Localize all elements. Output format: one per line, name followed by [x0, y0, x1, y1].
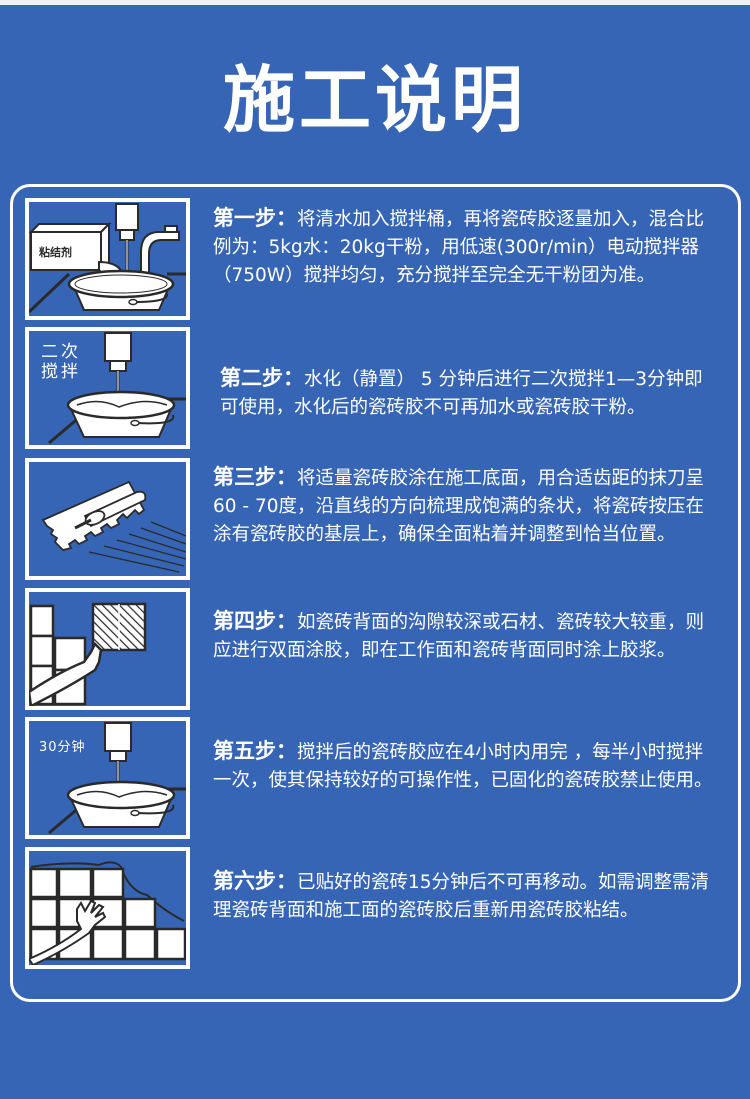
step-4-label: 第四步：	[213, 609, 297, 633]
step-3-body: 将适量瓷砖胶涂在施工底面，用合适齿距的抹刀呈60 - 70度，沿直线的方向梳理成…	[213, 468, 705, 545]
hand-placing-tile-icon	[29, 602, 147, 706]
step-2-body: 水化（静置） 5 分钟后进行二次搅拌1—3分钟即可使用，水化后的瓷砖胶不可再加水…	[220, 369, 703, 418]
step-6-body: 已贴好的瓷砖15分钟后不可再移动。如需调整需清理瓷砖背面和施工面的瓷砖胶后重新用…	[213, 872, 710, 921]
instructions-card	[10, 184, 741, 1002]
second-mixing-bucket-icon: 二次 搅拌	[41, 332, 186, 445]
step-6-illustration	[25, 847, 190, 969]
mixing-bucket-with-adhesive-bag-icon: 粘结剂	[29, 203, 186, 314]
caption-line-1: 二次	[41, 342, 81, 362]
top-strip	[0, 0, 750, 5]
step-5-label: 第五步：	[213, 739, 297, 763]
step-1-label: 第一步：	[213, 206, 297, 230]
step-4-body: 如瓷砖背面的沟隙较深或石材、瓷砖较大较重，则应进行双面涂胶，即在工作面和瓷砖背面…	[213, 612, 705, 661]
step-1-body: 将清水加入搅拌桶，再将瓷砖胶逐量加入，混合比例为：5kg水：20kg干粉，用低速…	[213, 209, 705, 286]
step-4-illustration	[25, 588, 190, 710]
step-2-label: 第二步：	[220, 366, 304, 390]
notched-trowel-icon	[41, 480, 186, 573]
step-6-label: 第六步：	[213, 869, 297, 893]
step-3-label: 第三步：	[213, 465, 297, 489]
step-4-text: 第四步：如瓷砖背面的沟隙较深或石材、瓷砖较大较重，则应进行双面涂胶，即在工作面和…	[213, 607, 713, 665]
step-1-illustration: 粘结剂	[25, 198, 190, 320]
timed-mixing-bucket-icon: 30分钟	[39, 722, 186, 835]
step-3-text: 第三步：将适量瓷砖胶涂在施工底面，用合适齿距的抹刀呈60 - 70度，沿直线的方…	[213, 463, 713, 549]
step-5-text: 第五步：搅拌后的瓷砖胶应在4小时内用完 ，每半小时搅拌一次，使其保持较好的可操作…	[213, 737, 713, 795]
step-5-body: 搅拌后的瓷砖胶应在4小时内用完 ，每半小时搅拌一次，使其保持较好的可操作性，已固…	[213, 742, 713, 791]
step-2-text: 第二步：水化（静置） 5 分钟后进行二次搅拌1—3分钟即可使用，水化后的瓷砖胶不…	[220, 364, 720, 422]
step-1-text: 第一步：将清水加入搅拌桶，再将瓷砖胶逐量加入，混合比例为：5kg水：20kg干粉…	[213, 204, 713, 290]
step-5-illustration: 30分钟	[25, 717, 190, 839]
caption-line-2: 搅拌	[41, 362, 81, 382]
step-6-text: 第六步：已贴好的瓷砖15分钟后不可再移动。如需调整需清理瓷砖背面和施工面的瓷砖胶…	[213, 867, 713, 925]
hand-on-tile-wall-icon	[29, 861, 186, 965]
page-title: 施工说明	[222, 58, 527, 142]
step-2-illustration: 二次 搅拌	[25, 327, 190, 449]
bag-caption: 粘结剂	[39, 245, 72, 259]
step-3-illustration	[25, 458, 190, 580]
timer-caption: 30分钟	[39, 739, 86, 755]
